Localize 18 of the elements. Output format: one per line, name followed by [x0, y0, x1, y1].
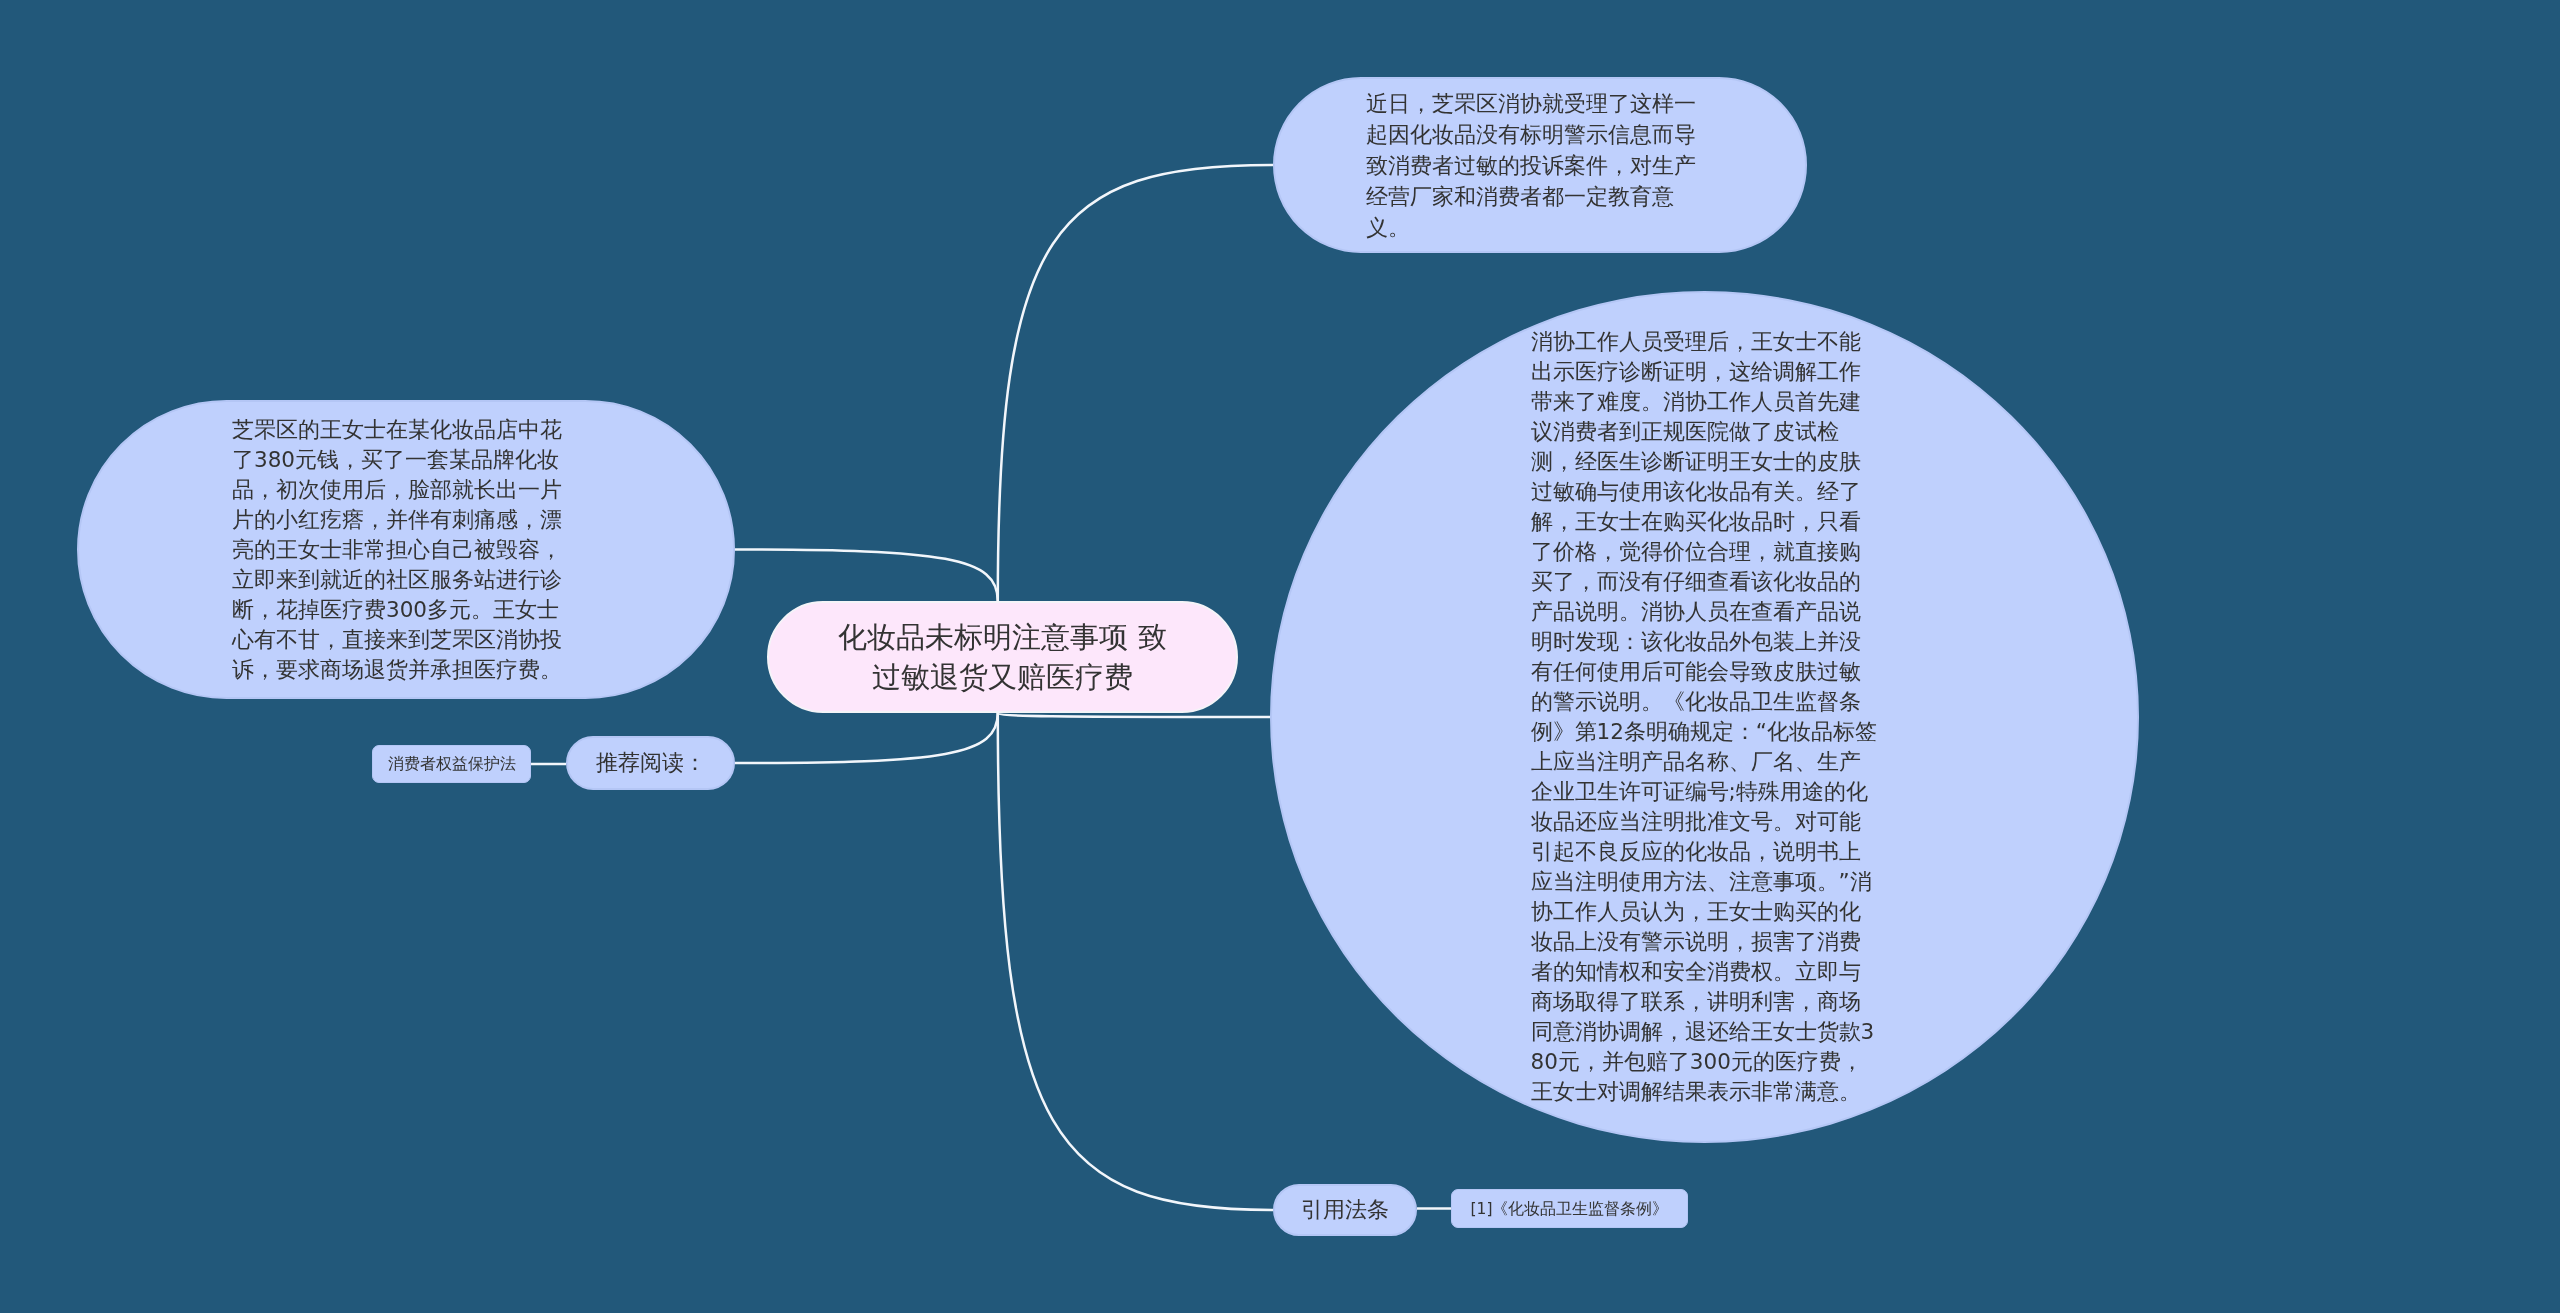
connector-line	[1417, 1207, 1451, 1210]
subtopic-box	[1451, 1189, 1688, 1228]
subtopic-box	[372, 745, 531, 783]
topic-box	[1273, 1184, 1417, 1236]
body-text: 芝罘区的王女士在某化妆品店中花了380元钱，买了一套某品牌化妆品，初次使用后，脸部就长出一片片的小红疙瘩，并伴有刺痛感，漂亮的王女士非常担心自己被毁容，立即来到就近的社区服务站进行诊断，花掉医疗费300多元。王女士心有不甘，直接来到芝罘区消协投诉，要求商场退货并承担医疗费。	[232, 415, 563, 684]
topic-text: 化妆品未标明注意事项 致过敏退货又赔医疗费	[837, 619, 1168, 696]
body-text: 消协工作人员受理后，王女士不能出示医疗诊断证明，这给调解工作带来了难度。消协工作人员首先建议消费者到正规医院做了皮试检测，经医生诊断证明王女士的皮肤过敏确与使用该化妆品有关。经了解，王女士在购买化妆品时，只看了价格，觉得价位合理，就直接购买了，而没有仔细查看该化妆品的产品说明。消协人员在查看产品说明时发现：该化妆品外包装上并没有任何使用后可能会导致皮肤过敏的警示说明。《化妆品卫生监督条例》第12条明确规定：“化妆品标签上应当注明产品名称、厂名、生产企业卫生许可证编号;特殊用途的化妆品还应当注明批准文号。对可能引起不良反应的化妆品，说明书上应当注明使用方法、注意事项。”消协工作人员认为，王女士购买的化妆品上没有警示说明，损害了消费者的知情权和安全消费权。立即与商场取得了联系，讲明利害，商场同意消协调解，退还给王女士货款380元，并包赔了300元的医疗费，王女士对调解结果表示非常满意。	[1530, 328, 1878, 1106]
subtopic-text: [1]《化妆品卫生监督条例》	[1469, 1198, 1670, 1220]
topic-text: 推荐阅读：	[594, 749, 707, 777]
connector-line	[735, 712, 1000, 765]
connector-line	[996, 713, 1274, 1212]
connector-line	[997, 711, 1270, 719]
connector-line	[735, 548, 1000, 602]
connector-line	[531, 762, 566, 766]
topic-text: 引用法条	[1300, 1196, 1390, 1224]
topic-box	[566, 736, 735, 790]
subtopic-text: 消费者权益保护法	[386, 754, 517, 775]
body-text: 近日，芝罘区消协就受理了这样一起因化妆品没有标明警示信息而导致消费者过敏的投诉案件，对生产经营厂家和消费者都一定教育意义。	[1366, 89, 1697, 242]
